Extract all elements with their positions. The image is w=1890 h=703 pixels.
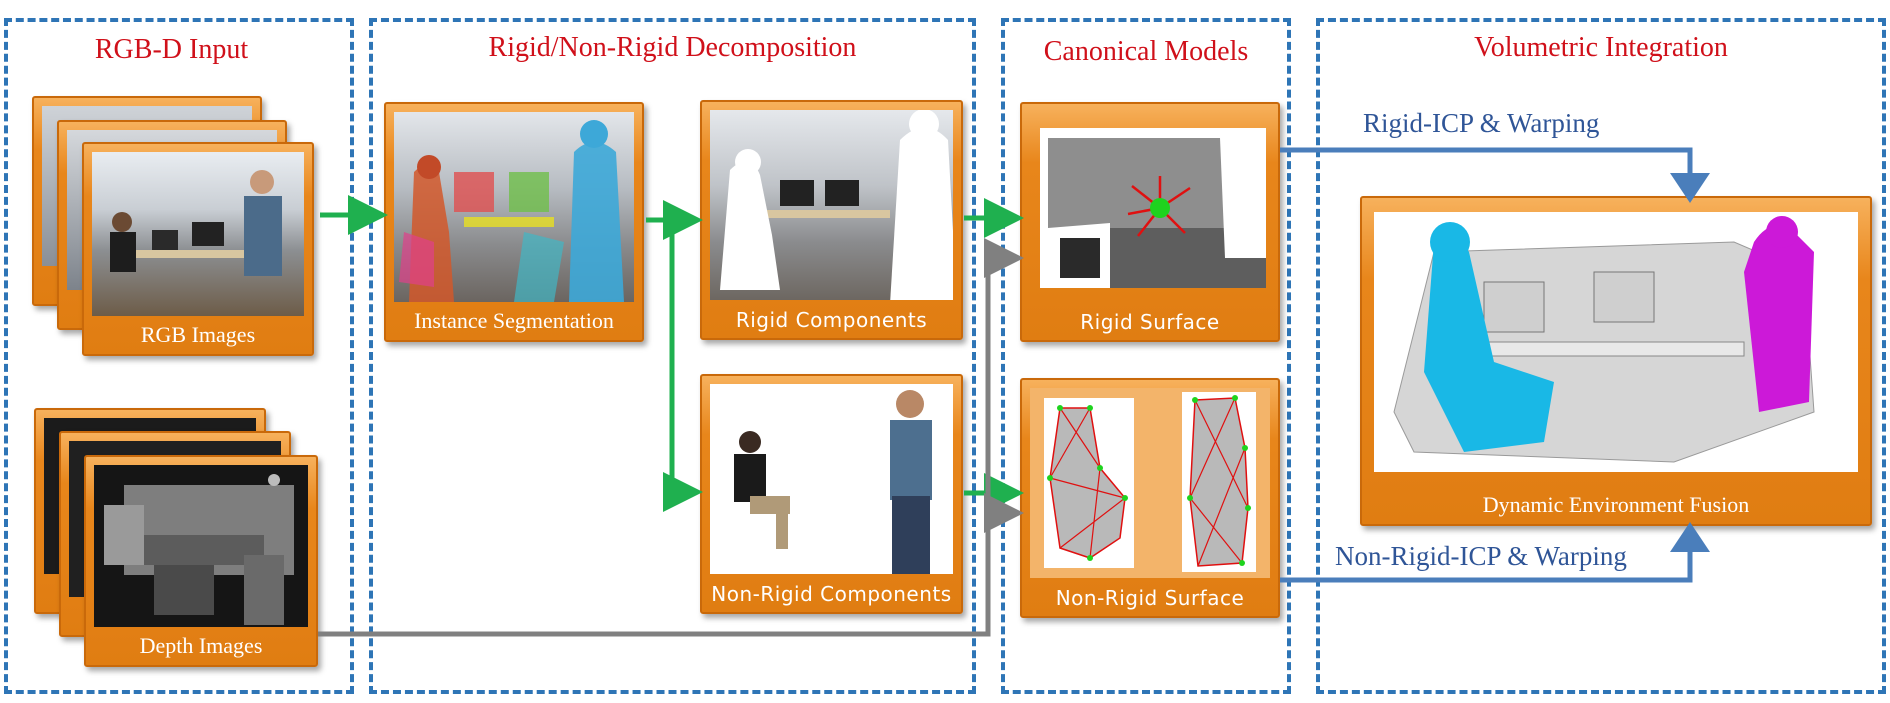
arrow-rigid-icp	[1280, 147, 1710, 203]
section-rgbd-input	[4, 18, 354, 694]
fusion-label: Dynamic Environment Fusion	[1482, 492, 1750, 517]
section-title-input: RGB-D Input	[94, 34, 249, 65]
nonrigid-surface-card: Non-Rigid Surface	[1020, 378, 1280, 618]
depth-image-thumbnail	[94, 465, 308, 627]
section-volumetric-integration	[1316, 18, 1886, 694]
arrow-seg-to-nonrigid	[663, 220, 703, 512]
rigid-components-label: Rigid Components	[735, 308, 928, 332]
instance-segmentation-card: Instance Segmentation	[384, 102, 644, 342]
rgb-image-thumbnail	[92, 152, 304, 316]
depth-images-label: Depth Images	[139, 633, 263, 658]
nonrigid-surface-label: Non-Rigid Surface	[1055, 586, 1245, 610]
rigid-icp-label: Rigid-ICP & Warping	[1363, 108, 1600, 138]
rigid-surface-thumbnail	[1040, 128, 1266, 288]
nonrigid-components-label: Non-Rigid Components	[711, 582, 952, 606]
section-title-canonical: Canonical Models	[1043, 36, 1249, 67]
rgb-images-card: RGB Images	[82, 142, 314, 356]
rigid-components-thumbnail	[710, 110, 953, 300]
rigid-surface-label: Rigid Surface	[1080, 310, 1220, 334]
section-title-integration: Volumetric Integration	[1474, 32, 1728, 63]
fusion-thumbnail	[1374, 212, 1858, 472]
instance-segmentation-label: Instance Segmentation	[414, 308, 614, 333]
rigid-surface-card: Rigid Surface	[1020, 102, 1280, 342]
section-title-decomposition: Rigid/Non-Rigid Decomposition	[488, 32, 857, 63]
rigid-components-card: Rigid Components	[700, 100, 963, 340]
section-decomposition	[369, 18, 976, 694]
nonrigid-components-card: Non-Rigid Components	[700, 374, 963, 614]
arrow-depth-to-surfaces	[318, 238, 1024, 637]
instance-segmentation-thumbnail	[394, 112, 634, 302]
section-canonical-models	[1001, 18, 1291, 694]
nonrigid-surface-thumbnail	[1030, 388, 1270, 578]
nonrigid-icp-label: Non-Rigid-ICP & Warping	[1335, 541, 1627, 571]
depth-images-card: Depth Images	[84, 455, 318, 667]
rgb-images-label: RGB Images	[140, 322, 256, 347]
fusion-card: Dynamic Environment Fusion	[1360, 196, 1872, 526]
arrow-nonrigid-icp	[1280, 522, 1710, 583]
nonrigid-components-thumbnail	[710, 384, 953, 574]
